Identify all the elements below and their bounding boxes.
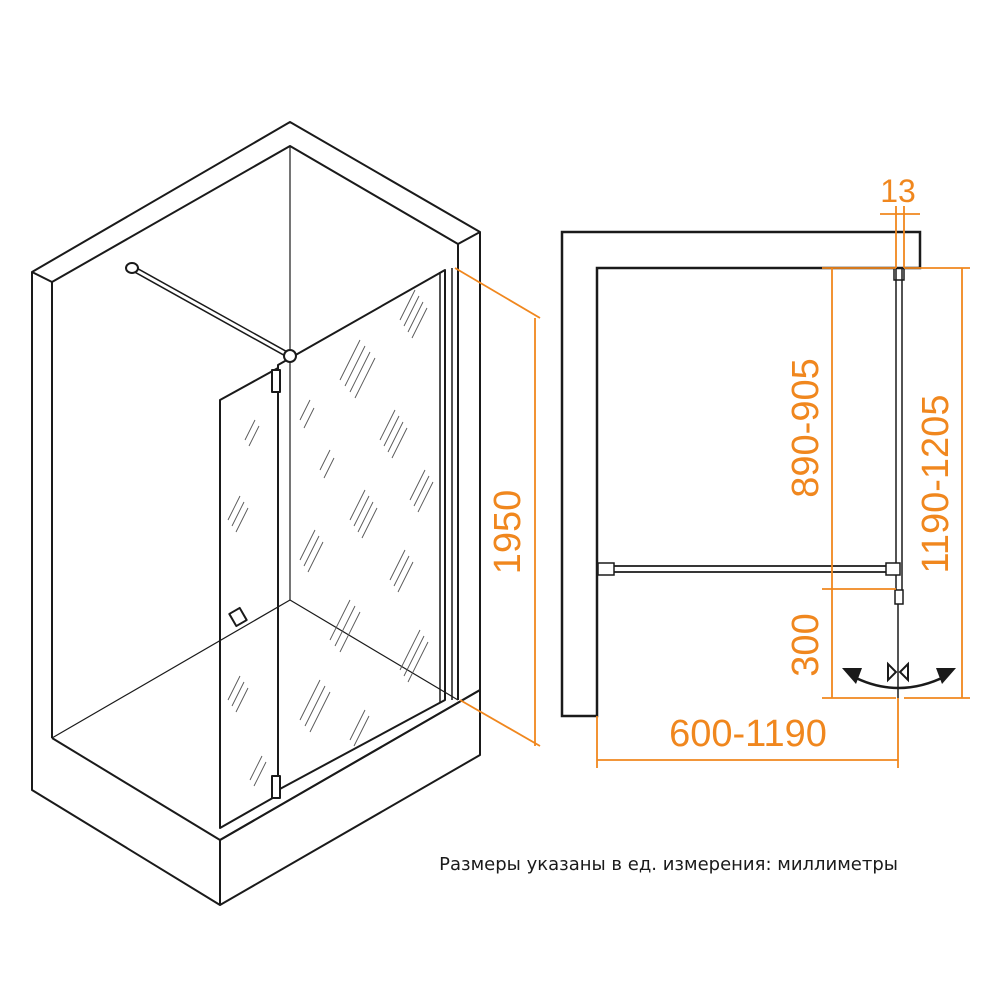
plan-dimensions <box>596 206 970 768</box>
door-glass-panel <box>219 367 279 829</box>
plan-view <box>560 230 947 718</box>
thickness-label: 13 <box>880 173 916 209</box>
plan-stabilizer-mount-right <box>885 562 901 576</box>
floor-back-edge <box>51 599 459 739</box>
height-ext-bottom <box>459 699 541 747</box>
wall-top-cap <box>31 145 481 283</box>
glass-profile <box>439 268 453 702</box>
plan-profile-top <box>893 267 905 281</box>
fixed-panel-label: 890-905 <box>785 358 827 497</box>
plan-handle <box>887 661 909 683</box>
swing-arrowheads <box>842 668 956 684</box>
wall-outline <box>31 121 481 906</box>
wall-span-label: 600-1190 <box>669 713 827 755</box>
door-handle <box>228 606 248 628</box>
bottom-hinge <box>271 775 281 799</box>
door-width-label: 300 <box>785 613 827 676</box>
top-hinge <box>271 369 281 393</box>
glass-pattern <box>227 289 434 787</box>
height-label: 1950 <box>487 490 529 575</box>
fixed-glass-panel <box>277 269 446 791</box>
stabilizer-bar-inner <box>131 266 291 358</box>
floor-outline <box>51 737 221 841</box>
units-caption: Размеры указаны в ед. измерения: миллиме… <box>439 854 898 875</box>
plan-stabilizer-mount-left <box>597 562 615 576</box>
stabilizer-glass-clamp <box>283 349 297 363</box>
plan-hinge <box>894 589 904 605</box>
isometric-view <box>31 121 481 906</box>
stabilizer-wall-mount <box>125 262 139 274</box>
door-swing-arc <box>851 674 947 690</box>
swing-arrow-left-icon <box>842 668 862 684</box>
swing-arrow-right-icon <box>936 668 956 684</box>
height-ext-top <box>454 267 541 319</box>
total-depth-label: 1190-1205 <box>915 395 957 574</box>
plan-wall <box>560 230 922 718</box>
height-dimension <box>454 267 541 747</box>
